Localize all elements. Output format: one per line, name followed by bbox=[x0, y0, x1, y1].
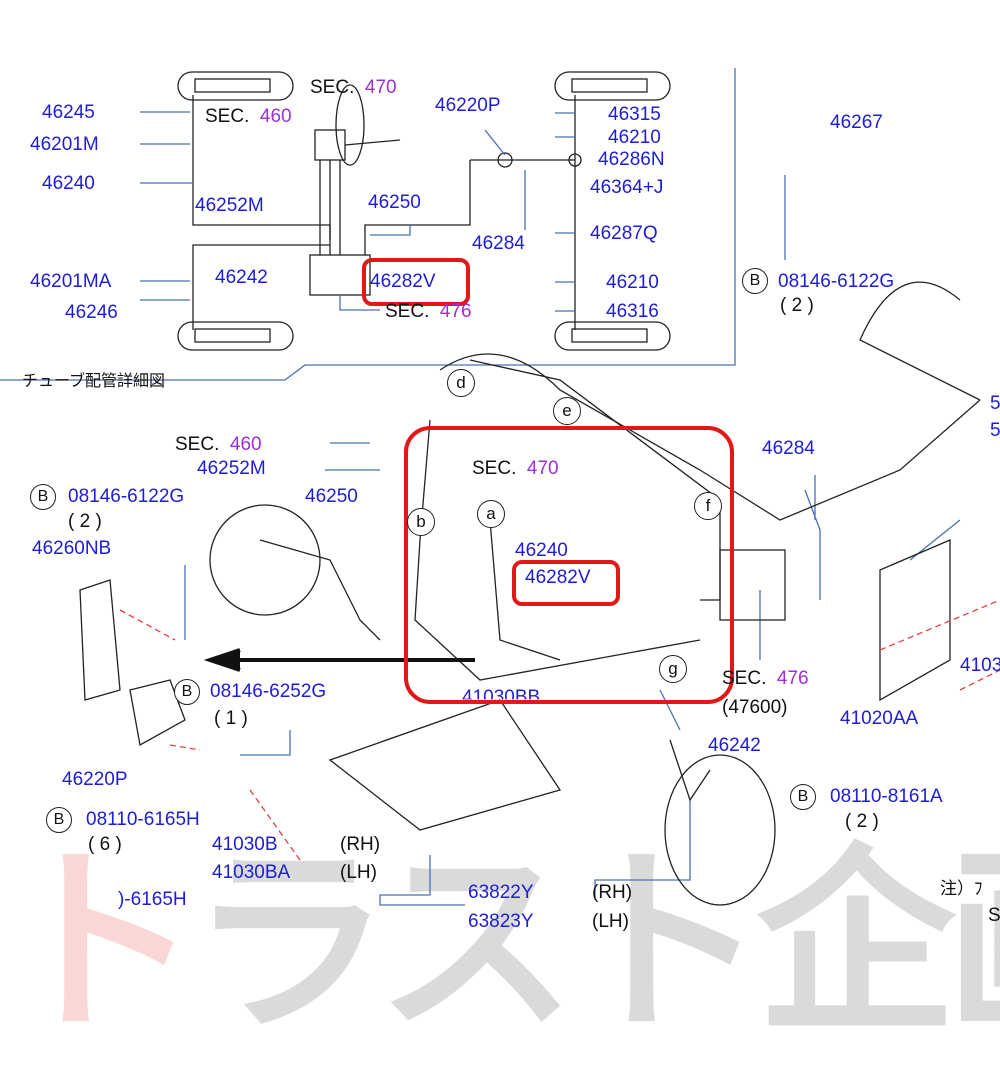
part-label[interactable]: 63822Y bbox=[468, 882, 534, 903]
part-label[interactable]: 46252M bbox=[195, 195, 264, 216]
part-label[interactable]: 46201M bbox=[30, 134, 99, 155]
part-label-highlighted[interactable]: 46282V bbox=[370, 271, 436, 292]
sec-label: SEC. bbox=[385, 301, 430, 322]
sec-number[interactable]: 460 bbox=[229, 434, 262, 455]
part-label[interactable]: 46286N bbox=[598, 149, 665, 170]
inset-wheels bbox=[177, 71, 671, 351]
callout-b: b bbox=[407, 508, 435, 536]
part-label[interactable]: 46220P bbox=[435, 95, 501, 116]
part-label[interactable]: 4103 bbox=[960, 655, 1000, 676]
part-label[interactable]: 5 bbox=[990, 393, 1000, 414]
part-label[interactable]: 46287Q bbox=[590, 223, 658, 244]
note-text: 注）ﾌ bbox=[940, 879, 983, 898]
part-label[interactable]: 41020AA bbox=[840, 708, 919, 729]
section-ref: SEC. 476 bbox=[385, 302, 472, 321]
section-ref: SEC. 476 bbox=[722, 669, 809, 688]
direction-arrow bbox=[203, 648, 475, 672]
part-label[interactable]: 46220P bbox=[62, 769, 128, 790]
quantity: ( 2 ) bbox=[845, 811, 879, 832]
leader-lines bbox=[140, 111, 961, 906]
bolt-marker: B bbox=[790, 784, 816, 810]
part-label[interactable]: 08146-6122G bbox=[778, 271, 895, 292]
section-ref: SEC. 470 bbox=[472, 459, 559, 478]
part-label[interactable]: 63823Y bbox=[468, 911, 534, 932]
part-label[interactable]: 46210 bbox=[606, 272, 659, 293]
part-label[interactable]: )-6165H bbox=[118, 889, 187, 910]
part-label[interactable]: 46242 bbox=[215, 267, 268, 288]
part-label[interactable]: 41030BB bbox=[462, 687, 541, 708]
part-label-highlighted[interactable]: 46282V bbox=[525, 567, 591, 588]
callout-g: g bbox=[659, 655, 687, 683]
callout-f: f bbox=[694, 492, 722, 520]
part-label[interactable]: 08146-6122G bbox=[68, 486, 185, 507]
section-ref: SEC. 460 bbox=[205, 107, 292, 126]
part-label[interactable]: 46252M bbox=[197, 458, 266, 479]
bolt-marker: B bbox=[46, 807, 72, 833]
highlight-box-main-46282V bbox=[512, 560, 620, 606]
highlight-box-inset-46282V bbox=[362, 258, 470, 306]
sec-label: SEC. bbox=[310, 77, 355, 98]
sec-number[interactable]: 476 bbox=[776, 668, 809, 689]
side-lh: (LH) bbox=[592, 911, 629, 932]
sec-label: SEC. bbox=[175, 434, 220, 455]
bolt-marker: B bbox=[174, 679, 200, 705]
side-rh: (RH) bbox=[340, 834, 381, 855]
quantity: ( 2 ) bbox=[780, 295, 814, 316]
callout-d: d bbox=[447, 369, 475, 397]
part-label[interactable]: 46240 bbox=[515, 540, 568, 561]
part-label[interactable]: 46240 bbox=[42, 173, 95, 194]
inset-caption: チューブ配管詳細図 bbox=[22, 371, 166, 390]
part-label[interactable]: 41030BA bbox=[212, 862, 291, 883]
section-ref: SEC. 460 bbox=[175, 435, 262, 454]
part-label[interactable]: 08146-6252G bbox=[210, 681, 327, 702]
sec-label: SEC. bbox=[472, 458, 517, 479]
quantity: ( 2 ) bbox=[68, 511, 102, 532]
dashed-lines bbox=[119, 599, 1000, 861]
bolt-marker: B bbox=[30, 484, 56, 510]
part-label[interactable]: 41030B bbox=[212, 834, 278, 855]
side-rh: (RH) bbox=[592, 882, 633, 903]
part-label[interactable]: 46246 bbox=[65, 302, 118, 323]
part-label[interactable]: 46284 bbox=[472, 233, 525, 254]
part-label[interactable]: 46260NB bbox=[32, 538, 112, 559]
part-label[interactable]: 46242 bbox=[708, 735, 761, 756]
part-label[interactable]: 46201MA bbox=[30, 271, 112, 292]
part-label[interactable]: 5 bbox=[990, 420, 1000, 441]
sec-label: SEC. bbox=[205, 106, 250, 127]
part-label[interactable]: 08110-6165H bbox=[86, 809, 200, 830]
inset-tubes bbox=[192, 84, 582, 330]
side-lh: (LH) bbox=[340, 862, 377, 883]
sec-number[interactable]: 470 bbox=[364, 77, 397, 98]
part-label[interactable]: 46284 bbox=[762, 438, 815, 459]
quantity: ( 1 ) bbox=[214, 708, 248, 729]
highlight-box-main-area bbox=[404, 426, 734, 704]
part-label[interactable]: 46267 bbox=[830, 112, 883, 133]
sec-number[interactable]: 460 bbox=[259, 106, 292, 127]
part-label[interactable]: 46210 bbox=[608, 127, 661, 148]
inset-frame bbox=[0, 68, 736, 381]
sec-number[interactable]: 470 bbox=[526, 458, 559, 479]
callout-e: e bbox=[553, 397, 581, 425]
quantity: ( 6 ) bbox=[88, 834, 122, 855]
section-ref: SEC. 470 bbox=[310, 78, 397, 97]
part-label[interactable]: 46316 bbox=[606, 301, 659, 322]
section-sub: (47600) bbox=[722, 697, 788, 718]
part-label[interactable]: 46250 bbox=[305, 486, 358, 507]
part-label[interactable]: 46315 bbox=[608, 104, 661, 125]
callout-a: a bbox=[477, 500, 505, 528]
part-label[interactable]: 46245 bbox=[42, 102, 95, 123]
sec-label: SEC. bbox=[722, 668, 767, 689]
bolt-marker: B bbox=[742, 268, 768, 294]
sec-number[interactable]: 476 bbox=[439, 301, 472, 322]
part-label[interactable]: 08110-8161A bbox=[830, 786, 943, 807]
note-text: S bbox=[988, 905, 1000, 926]
part-label[interactable]: 46364+J bbox=[590, 177, 664, 198]
part-label[interactable]: 46250 bbox=[368, 192, 421, 213]
